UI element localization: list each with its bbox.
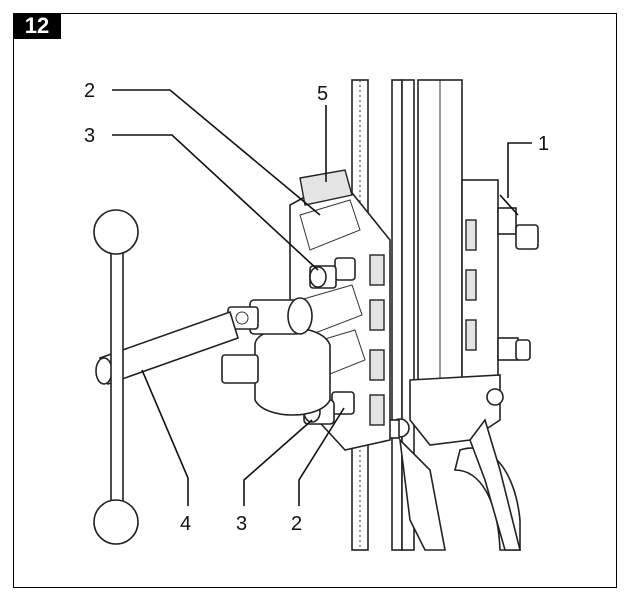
cross-bar	[110, 251, 124, 513]
leader-top-1	[507, 142, 532, 198]
hub-body	[254, 327, 331, 416]
leader-bottom-4	[141, 369, 189, 506]
knob-bottom	[93, 499, 139, 545]
figure-number-badge: 12	[13, 13, 61, 39]
figure-frame	[13, 13, 617, 588]
leader-lines	[112, 89, 532, 506]
leader-bottom-2	[298, 407, 345, 506]
leader-top-2	[112, 89, 321, 216]
guide-plate-top	[299, 169, 353, 206]
callout-2-top: 2	[84, 80, 95, 102]
callout-3-bottom: 3	[236, 513, 247, 535]
knob-top	[93, 209, 139, 255]
leader-top-3	[112, 134, 319, 271]
pinion-hub	[221, 297, 331, 416]
callout-3-top: 3	[84, 125, 95, 147]
upper-bolts	[309, 257, 356, 289]
callout-2-bottom: 2	[291, 513, 302, 535]
upper-bolt-head-2	[334, 257, 356, 281]
callout-5: 5	[317, 83, 328, 105]
rail-left	[391, 79, 403, 551]
hub-stub	[221, 354, 259, 384]
clamp-screw-bottom	[497, 337, 519, 361]
t-handle	[93, 209, 139, 545]
yoke-arm-left	[398, 437, 446, 551]
callout-4: 4	[180, 513, 191, 535]
right-carriage	[461, 179, 539, 401]
leader-bottom-3	[243, 419, 313, 506]
yoke-arm-right	[469, 418, 522, 551]
clamp-screw-top	[497, 207, 517, 235]
callout-1: 1	[538, 133, 549, 155]
clamp-knob-top	[515, 224, 539, 250]
